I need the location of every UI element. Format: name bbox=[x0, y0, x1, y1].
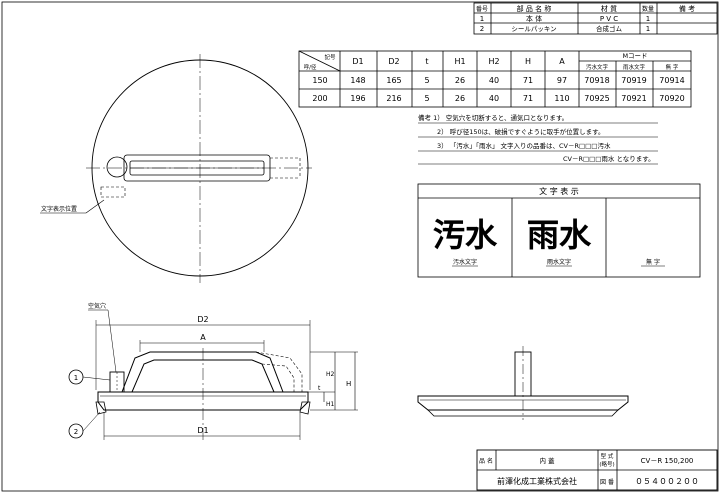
title-company: 前澤化成工業株式会社 bbox=[497, 476, 577, 486]
parts-header: 備 考 bbox=[679, 4, 695, 13]
size-cell: 196 bbox=[350, 94, 365, 103]
parts-cell: 1 bbox=[480, 15, 484, 23]
dim-t: t bbox=[318, 385, 321, 392]
size-header: H bbox=[525, 57, 531, 66]
parts-cell: 1 bbox=[646, 15, 650, 23]
callout-1: 1 bbox=[74, 374, 78, 382]
size-header: H1 bbox=[454, 57, 465, 66]
air-hole-label: 空気穴 bbox=[88, 302, 106, 310]
title-type-value: CV－R 150,200 bbox=[641, 457, 694, 465]
size-cell: 5 bbox=[424, 94, 429, 103]
size-header: t bbox=[425, 57, 428, 66]
size-header: H2 bbox=[488, 57, 499, 66]
note-line: 備考 1） 空気穴を切断すると、通気口となります。 bbox=[418, 113, 568, 122]
note-line: 3） 「汚水」「雨水」 文字入りの品番は、CV－R□□□汚水 bbox=[437, 141, 611, 150]
size-cell: 165 bbox=[386, 76, 401, 85]
title-type-label: 型 式 bbox=[601, 452, 614, 460]
size-cell: 150 bbox=[312, 76, 327, 85]
char-display-title: 文 字 表 示 bbox=[539, 186, 579, 196]
note-line: 2） 呼び径150は、破損ですぐように取手が位置します。 bbox=[437, 127, 604, 136]
char-caption: 雨水文字 bbox=[547, 258, 571, 266]
dim-H: H bbox=[346, 380, 351, 388]
parts-cell: 本 体 bbox=[526, 14, 542, 23]
char-caption: 汚水文字 bbox=[453, 258, 477, 266]
size-cell: 148 bbox=[350, 76, 365, 85]
dim-H2: H2 bbox=[326, 371, 335, 378]
title-drawing-no-label: 図 番 bbox=[600, 479, 614, 486]
size-cell: 26 bbox=[455, 76, 465, 85]
size-cell: 40 bbox=[489, 94, 499, 103]
top-view: 文字表示位置 bbox=[40, 54, 312, 283]
dim-D2: D2 bbox=[197, 315, 208, 324]
size-header: A bbox=[559, 57, 565, 66]
parts-header: 部 品 名 称 bbox=[517, 4, 552, 13]
parts-cell: 2 bbox=[480, 25, 484, 33]
title-content: 内 蓋 bbox=[539, 456, 555, 465]
size-cell: 70925 bbox=[584, 94, 609, 103]
size-table: 記号 呼/径 D1 D2 t H1 H2 H A Mコード 汚水文字 雨水文字 … bbox=[298, 50, 692, 108]
parts-cell: シールパッキン bbox=[511, 25, 556, 33]
size-corner-bottom: 呼/径 bbox=[304, 63, 317, 71]
char-display-table: 文 字 表 示 汚水 雨水 汚水文字 雨水文字 無 字 bbox=[417, 183, 701, 278]
size-cell: 110 bbox=[554, 94, 569, 103]
callout-2: 2 bbox=[74, 428, 78, 436]
size-cell: 5 bbox=[424, 76, 429, 85]
char-big-usui: 雨水 bbox=[527, 216, 591, 254]
size-cell: 71 bbox=[523, 76, 533, 85]
size-cell: 40 bbox=[489, 76, 499, 85]
size-corner-top: 記号 bbox=[324, 53, 336, 61]
size-cell: 97 bbox=[557, 76, 567, 85]
title-type-label-sub: (略号) bbox=[599, 460, 614, 468]
title-name-label: 品 名 bbox=[479, 457, 493, 465]
parts-cell: 合成ゴム bbox=[596, 24, 623, 33]
size-cell: 216 bbox=[386, 94, 401, 103]
size-cell: 70914 bbox=[659, 76, 684, 85]
title-block: 品 名 内 蓋 型 式 (略号) CV－R 150,200 前澤化成工業株式会社… bbox=[476, 449, 718, 491]
size-cell: 71 bbox=[523, 94, 533, 103]
dim-D1: D1 bbox=[197, 426, 208, 435]
parts-cell: P V C bbox=[600, 15, 618, 23]
side-view bbox=[417, 346, 629, 420]
section-view: D2 A 空気穴 D1 bbox=[68, 302, 358, 440]
mcode-subheader: 汚水文字 bbox=[586, 63, 609, 71]
text-position-label: 文字表示位置 bbox=[41, 205, 77, 213]
mcode-subheader: 雨水文字 bbox=[623, 63, 646, 71]
char-big-osui: 汚水 bbox=[433, 216, 497, 254]
size-cell: 70919 bbox=[621, 76, 646, 85]
parts-cell: 1 bbox=[646, 25, 650, 33]
size-cell: 70918 bbox=[584, 76, 609, 85]
dim-H1: H1 bbox=[326, 401, 335, 408]
mcode-subheader: 無 字 bbox=[666, 63, 679, 71]
size-header: D1 bbox=[352, 57, 363, 66]
parts-header: 番号 bbox=[476, 6, 488, 13]
title-drawing-no: ０５４００２００ bbox=[635, 477, 699, 486]
size-cell: 26 bbox=[455, 94, 465, 103]
size-cell: 70921 bbox=[621, 94, 646, 103]
dim-A: A bbox=[200, 333, 206, 342]
char-caption: 無 字 bbox=[646, 258, 660, 266]
mcode-header: Mコード bbox=[622, 52, 647, 60]
parts-header: 材 質 bbox=[601, 4, 617, 13]
parts-table: 番号 部 品 名 称 材 質 数量 備 考 1 本 体 P V C 1 2 シー… bbox=[473, 2, 718, 35]
notes: 備考 1） 空気穴を切断すると、通気口となります。 2） 呼び径150は、破損で… bbox=[418, 113, 658, 165]
parts-header: 数量 bbox=[642, 5, 654, 13]
size-cell: 200 bbox=[312, 94, 327, 103]
size-cell: 70920 bbox=[659, 94, 684, 103]
size-header: D2 bbox=[388, 57, 399, 66]
note-line: CV－R□□□雨水 となります。 bbox=[563, 154, 655, 163]
